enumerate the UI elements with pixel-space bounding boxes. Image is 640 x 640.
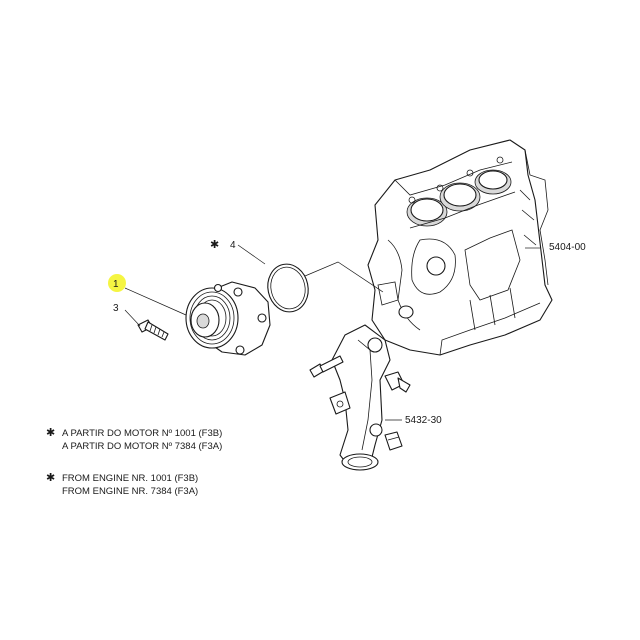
note-en-line-2: FROM ENGINE NR. 7384 (F3A): [62, 486, 198, 497]
drain-plug[interactable]: [384, 431, 403, 451]
star-marker-note-pt: ✱: [46, 427, 55, 439]
callout-1[interactable]: 1: [108, 274, 126, 292]
note-pt-line-1: A PARTIR DO MOTOR Nº 1001 (F3B): [62, 428, 222, 439]
star-marker-note-en: ✱: [46, 472, 55, 484]
callout-label-5432-30[interactable]: 5432-30: [405, 415, 442, 426]
engine-block[interactable]: [367, 139, 553, 356]
note-english: ✱ FROM ENGINE NR. 1001 (F3B) FROM ENGINE…: [46, 472, 198, 497]
callout-label-1: 1: [113, 279, 119, 290]
note-en-line-1: FROM ENGINE NR. 1001 (F3B): [62, 473, 198, 484]
highlight-marker: [108, 274, 126, 292]
water-pump[interactable]: [185, 281, 271, 356]
callout-label-4[interactable]: 4: [230, 240, 236, 251]
callout-label-3[interactable]: 3: [113, 303, 119, 314]
note-pt-line-2: A PARTIR DO MOTOR Nº 7384 (F3A): [62, 441, 222, 452]
leader-lines: [124, 244, 540, 421]
o-ring-gasket[interactable]: [263, 260, 312, 315]
star-marker-4: ✱: [210, 239, 219, 251]
pump-bolt[interactable]: [137, 319, 169, 341]
callout-label-5404-00[interactable]: 5404-00: [549, 242, 586, 253]
sensor-plug-upper[interactable]: [384, 371, 411, 393]
pipe-bolt[interactable]: [309, 355, 344, 378]
coolant-pipe[interactable]: [329, 324, 391, 471]
note-portuguese: ✱ A PARTIR DO MOTOR Nº 1001 (F3B) A PART…: [46, 427, 222, 452]
